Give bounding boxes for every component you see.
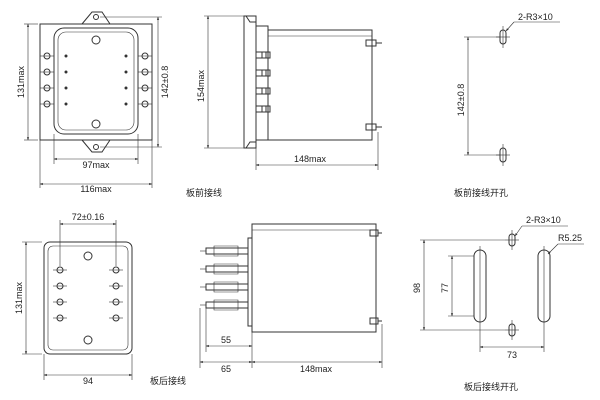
front-terminal-screws: [40, 52, 152, 108]
dim-front-side-height: 154max: [196, 69, 206, 102]
rear-side-flange: [247, 237, 253, 327]
front-side-body: [267, 29, 373, 141]
dim-front-side-depth: 148max: [294, 154, 327, 164]
dim-rear-cutout-slot: 2-R3×10: [526, 215, 561, 225]
dim-front-cutout-slot: 2-R3×10: [518, 12, 553, 22]
cover-screw-bottom: [91, 119, 101, 129]
caption-rear-cutout: 板后接线开孔: [464, 381, 518, 393]
front-cutout-view: 2-R3×10 142±0.8: [456, 12, 560, 166]
rear-side-body: [251, 223, 377, 333]
dim-front-cutout-pitch: 142±0.8: [456, 84, 466, 116]
caption-front-cutout: 板前接线开孔: [454, 187, 508, 199]
dim-front-inner-width: 97max: [82, 160, 110, 170]
front-side-terminal-posts: [255, 51, 271, 113]
dim-rear-side-a: 55: [221, 335, 231, 345]
rear-side-view: 55 65 148max: [199, 223, 383, 374]
front-inner-terminals: [64, 54, 128, 106]
dim-rear-cutout-outer-h: 98: [412, 283, 422, 293]
dim-rear-cutout-inner-h: 77: [440, 283, 450, 293]
top-mounting-ear: [81, 11, 111, 25]
dim-rear-side-b: 65: [221, 364, 231, 374]
bottom-mount-hole: [93, 144, 99, 150]
front-side-plate: [243, 15, 257, 149]
rear-terminals: [53, 266, 123, 322]
dim-front-hole-pitch: 142±0.8: [160, 66, 170, 98]
rear-cover-inner: [47, 245, 129, 351]
rear-base-plate: [43, 241, 133, 355]
front-cover-outline: [53, 27, 139, 135]
caption-rear-wiring: 板后接线: [150, 375, 186, 387]
dim-rear-height: 131max: [14, 281, 24, 314]
dim-front-height: 131max: [16, 65, 26, 98]
rear-screw-top: [83, 251, 93, 261]
rear-wiring-view: 72±0.16 131max 94: [14, 212, 133, 386]
dim-rear-cutout-radius: R5.25: [558, 233, 582, 243]
front-base-plate: [39, 23, 153, 141]
dim-front-outer-width: 116max: [80, 184, 112, 194]
caption-front-wiring: 板前接线: [186, 187, 222, 199]
front-wiring-view: 131max 142±0.8 97max 116max: [16, 11, 170, 194]
front-side-rear-terminals: [365, 39, 382, 131]
front-side-view: 154max 148max: [196, 15, 382, 170]
bottom-mounting-ear: [81, 139, 111, 153]
dim-rear-width: 94: [83, 376, 93, 386]
dim-rear-side-depth: 148max: [300, 364, 333, 374]
dim-rear-cutout-width: 73: [507, 350, 517, 360]
top-mount-hole: [93, 14, 99, 20]
dim-rear-top: 72±0.16: [72, 212, 104, 222]
rear-side-right-terminals: [369, 229, 382, 325]
rear-side-long-studs: [200, 245, 249, 311]
rear-screw-bottom: [83, 335, 93, 345]
front-cover-inner: [57, 31, 135, 131]
rear-cutout-view: 2-R3×10 R5.25 98 77 73: [412, 215, 584, 360]
front-side-flange: [256, 25, 269, 141]
cover-screw-top: [91, 35, 101, 45]
